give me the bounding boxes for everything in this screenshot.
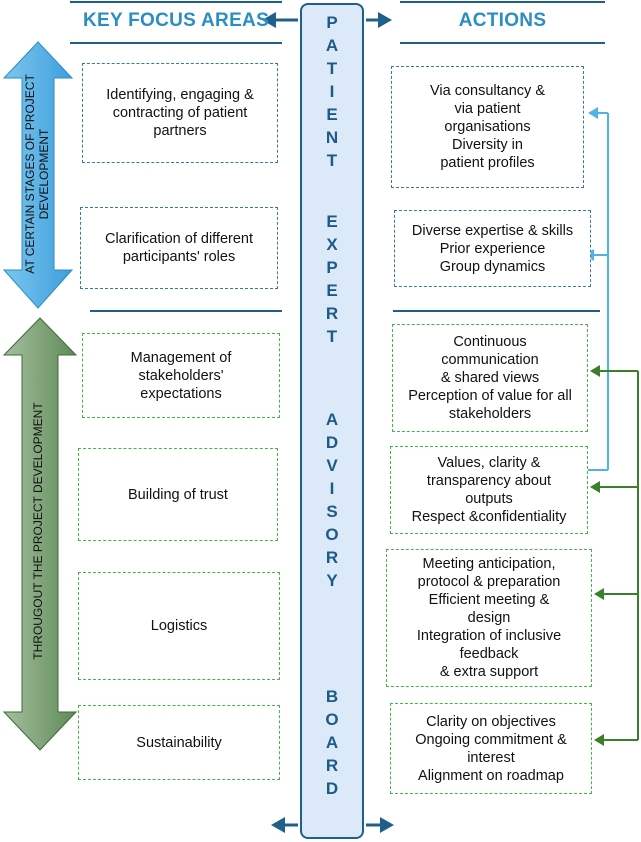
action-text: Diverse expertise & skills Prior experie…: [411, 222, 574, 275]
center-letter: P: [326, 13, 338, 32]
blue-double-arrow: [2, 41, 74, 309]
green-bracket: [598, 370, 639, 741]
focus-area-text: Clarification of different participants'…: [104, 231, 254, 265]
green-arrowhead-4: [594, 734, 604, 746]
center-letter: S: [326, 502, 338, 521]
center-letter: B: [325, 687, 339, 706]
center-letter: D: [325, 433, 339, 452]
green-arrowhead-1: [590, 365, 600, 377]
center-letter: V: [326, 456, 338, 475]
center-letter: I: [329, 479, 335, 498]
center-letter: T: [326, 59, 338, 78]
center-letter: O: [325, 525, 339, 544]
action-meeting: Meeting anticipation, protocol & prepara…: [386, 549, 592, 687]
focus-area-sustainability: Sustainability: [78, 705, 280, 780]
center-letter: A: [325, 733, 339, 752]
green-arrowhead-2: [590, 481, 600, 493]
center-letter: N: [325, 128, 339, 147]
action-communication: Continuous communication & shared views …: [392, 324, 588, 432]
center-letter: A: [325, 36, 339, 55]
center-letter: E: [326, 212, 338, 231]
center-letter: R: [325, 304, 339, 323]
center-letter: E: [326, 105, 338, 124]
action-objectives: Clarity on objectives Ongoing commitment…: [390, 703, 592, 794]
center-letter: T: [326, 151, 338, 170]
side-label-bottom-text: THROUGOUT THE PROJECT DEVELOPMENT: [31, 402, 45, 660]
focus-area-text: Building of trust: [128, 486, 228, 503]
green-arrowhead-3: [594, 588, 604, 600]
center-letter: D: [325, 779, 339, 798]
action-text: Meeting anticipation, protocol & prepara…: [416, 556, 562, 680]
center-letter: R: [325, 548, 339, 567]
action-expertise: Diverse expertise & skills Prior experie…: [394, 210, 591, 287]
header-arrow-left: [262, 12, 298, 28]
focus-area-trust: Building of trust: [78, 448, 278, 541]
focus-area-text: Logistics: [150, 618, 208, 634]
center-letter: X: [326, 235, 338, 254]
header-key-focus-areas: KEY FOCUS AREAS: [82, 10, 270, 31]
bottom-arrow-right: [366, 817, 394, 833]
focus-area-text: Sustainability: [136, 734, 222, 751]
center-letter: O: [325, 710, 339, 729]
center-letter: I: [329, 82, 335, 101]
focus-area-expectations: Management of stakeholders' expectations: [82, 333, 280, 418]
action-text: Clarity on objectives Ongoing commitment…: [415, 713, 567, 784]
green-double-arrow: [2, 317, 78, 751]
header-left-topline: [70, 1, 282, 3]
center-letter: E: [326, 281, 338, 300]
center-letter: A: [325, 410, 339, 429]
center-letter: Y: [326, 571, 338, 590]
header-left-underline: [70, 42, 282, 44]
side-label-top-text: AT CERTAIN STAGES OF PROJECT DEVELOPMENT: [23, 74, 51, 274]
header-actions: ACTIONS: [458, 10, 547, 31]
side-label-throughout: THROUGOUT THE PROJECT DEVELOPMENT: [31, 381, 45, 681]
focus-area-text: Identifying, engaging & contracting of p…: [106, 87, 254, 139]
focus-area-text: Management of stakeholders' expectations: [130, 349, 232, 402]
action-text: Values, clarity & transparency about out…: [411, 455, 567, 525]
light-blue-arrowhead-1: [588, 107, 598, 119]
action-consultancy: Via consultancy & via patient organisati…: [391, 66, 584, 188]
action-text: Via consultancy & via patient organisati…: [430, 83, 545, 171]
action-transparency: Values, clarity & transparency about out…: [390, 446, 588, 534]
focus-area-roles: Clarification of different participants'…: [80, 207, 278, 289]
center-letter: P: [326, 258, 338, 277]
focus-area-partners: Identifying, engaging & contracting of p…: [82, 63, 278, 163]
focus-area-logistics: Logistics: [78, 572, 280, 680]
header-right-underline: [400, 42, 605, 44]
header-arrow-right: [366, 12, 392, 28]
action-text: Continuous communication & shared views …: [408, 334, 572, 422]
bottom-arrow-left: [271, 817, 298, 833]
center-letter: T: [326, 327, 338, 346]
center-letter: R: [325, 756, 339, 775]
header-right-topline: [400, 1, 605, 3]
side-label-certain-stages: AT CERTAIN STAGES OF PROJECT DEVELOPMENT: [23, 69, 51, 279]
